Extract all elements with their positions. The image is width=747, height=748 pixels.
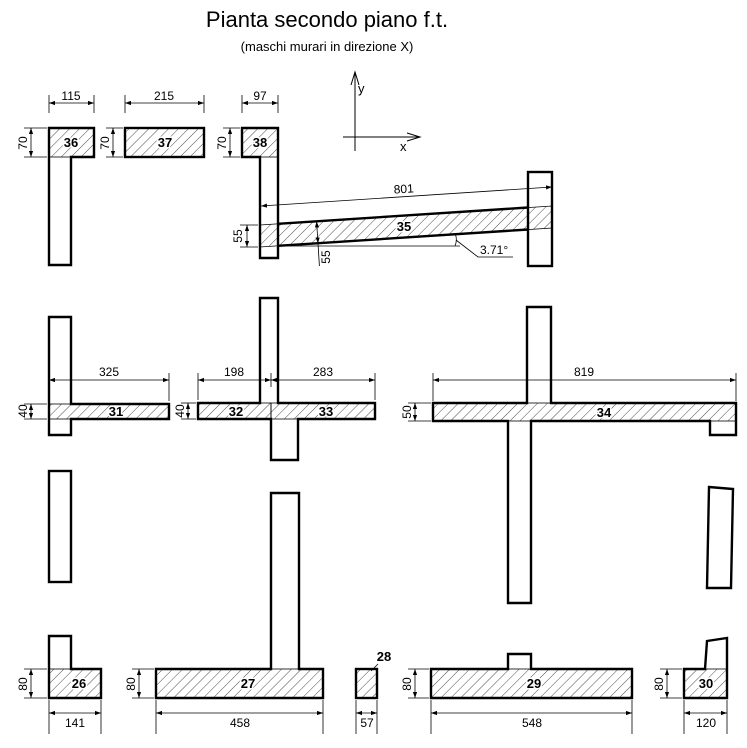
pier-38-label: 38: [253, 135, 267, 150]
pier-30-thickness-dim: 80: [652, 677, 666, 691]
pier-28-length-dim: 57: [360, 716, 374, 730]
pier-31-length-dim: 325: [99, 365, 119, 379]
pier-37-thickness-dim: 70: [98, 136, 112, 150]
pier-35-end-wall: [526, 170, 554, 268]
pier-30-label: 30: [699, 676, 713, 691]
pier-35: 35 801 55 55 3.71°: [231, 170, 554, 268]
y-axis-label: y: [358, 81, 365, 96]
pier-27: 27 458 80: [124, 491, 325, 734]
pier-26-label: 26: [72, 676, 86, 691]
pier-35-angle: 3.71°: [480, 243, 508, 257]
extension-line: [317, 243, 320, 267]
pier-38-outline: [240, 126, 280, 260]
angle-leader: [455, 239, 513, 258]
y-arrow-icon: [350, 70, 360, 86]
pier-31: 31 325 40: [16, 315, 171, 437]
pier-36-section: [48, 127, 95, 158]
x-axis-label: x: [400, 139, 407, 154]
pier-27-section: [155, 668, 324, 699]
wall-y-right: [705, 485, 735, 590]
pier-28-label: 28: [377, 649, 391, 664]
pier-36-thickness-dim: 70: [16, 136, 30, 150]
pier-37-length-dim: 215: [154, 89, 174, 103]
dimension-line: [314, 221, 320, 244]
x-arrow-icon: [406, 132, 422, 142]
pier-35-label: 35: [397, 219, 411, 234]
pier-31-outline: [47, 315, 171, 437]
pier-32-33: 32 33 198 283 40: [173, 296, 377, 462]
pier-36-outline: [47, 126, 96, 267]
pier-37-section: [124, 127, 205, 158]
drawing-subtitle: (maschi murari in direzione X): [241, 39, 414, 54]
pier-26: 26 141 80: [16, 634, 103, 734]
pier-26-outline: [47, 634, 103, 700]
pier-35-top-edge: [277, 206, 529, 225]
pier-30-outline: [682, 636, 729, 700]
pier-34-length-dim: 819: [574, 365, 594, 379]
pier-27-outline: [154, 491, 325, 700]
pier-27-length-dim: 458: [230, 716, 250, 730]
pier-38-thickness-dim: 70: [215, 136, 229, 150]
pier-34: 34 819 50: [400, 305, 738, 605]
pier-32-thickness-dim: 40: [173, 404, 187, 418]
pier-32-label: 32: [229, 404, 243, 419]
pier-28-outline: [354, 667, 379, 700]
pier-35-normal-thickness-dim: 55: [319, 250, 333, 264]
pier-36: 36 115 70: [16, 89, 96, 267]
pier-36-label: 36: [64, 135, 78, 150]
pier-29-label: 29: [527, 676, 541, 691]
pier-33-label: 33: [319, 404, 333, 419]
pier-38: 38 97 70: [215, 89, 280, 260]
pier-34-outline: [431, 305, 738, 605]
pier-32-33-outline: [196, 296, 377, 462]
axes-indicator: y x: [343, 70, 422, 154]
pier-29: 29 548 80: [400, 652, 634, 734]
pier-29-thickness-dim: 80: [400, 677, 414, 691]
pier-26-thickness-dim: 80: [16, 677, 30, 691]
pier-37-label: 37: [158, 135, 172, 150]
pier-29-section: [430, 668, 633, 699]
pier-29-length-dim: 548: [522, 716, 542, 730]
pier-32-length-dim: 198: [224, 365, 244, 379]
pier-35-thickness-dim: 55: [231, 229, 245, 243]
pier-38-length-dim: 97: [253, 89, 267, 103]
wall-y-left: [47, 469, 73, 584]
pier-27-thickness-dim: 80: [124, 677, 138, 691]
pier-31-thickness-dim: 40: [16, 404, 30, 418]
pier-28: 28 57: [354, 648, 393, 734]
pier-34-label: 34: [597, 405, 612, 420]
pier-37-outline: [123, 126, 206, 159]
pier-36-length-dim: 115: [61, 89, 80, 103]
pier-30: 30 120 80: [652, 636, 729, 734]
pier-37: 37 215 70: [98, 89, 206, 159]
pier-34-section: [432, 402, 737, 422]
pier-27-label: 27: [241, 676, 255, 691]
pier-28-leader: [370, 663, 379, 672]
pier-33-length-dim: 283: [313, 365, 333, 379]
pier-29-outline: [429, 652, 634, 700]
pier-35-length-dim: 801: [393, 181, 414, 196]
pier-28-section: [355, 668, 378, 699]
pier-30-length-dim: 120: [696, 716, 716, 730]
pier-26-length-dim: 141: [65, 716, 85, 730]
pier-31-label: 31: [109, 404, 123, 419]
pier-34-thickness-dim: 50: [400, 405, 414, 419]
dimension-line: [260, 185, 553, 208]
drawing-title: Pianta secondo piano f.t.: [206, 7, 448, 32]
